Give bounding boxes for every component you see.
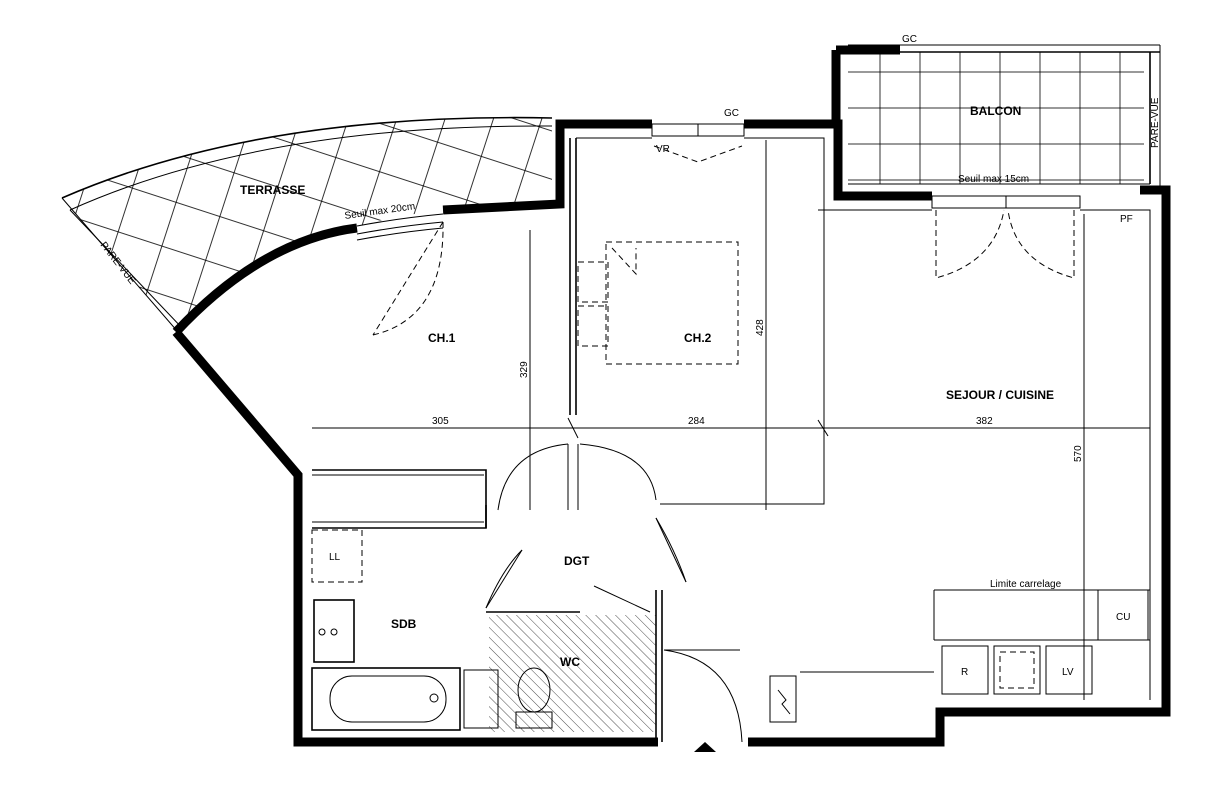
label-sejour: SEJOUR / CUISINE <box>946 388 1054 402</box>
dim-h-ch2: 428 <box>755 319 766 336</box>
note-ll: LL <box>329 552 341 563</box>
label-ch2: CH.2 <box>684 331 712 345</box>
terrasse-area <box>61 116 553 333</box>
note-lv: LV <box>1062 667 1074 678</box>
label-ch1: CH.1 <box>428 331 456 345</box>
dim-h-ch1: 329 <box>519 361 530 378</box>
windows <box>356 123 1081 241</box>
note-gc-top: GC <box>902 34 917 45</box>
note-limite-carrelage: Limite carrelage <box>990 579 1062 590</box>
label-dgt: DGT <box>564 554 590 568</box>
note-seuil-balcon: Seuil max 15cm <box>958 174 1029 185</box>
furniture <box>311 241 1149 731</box>
note-cu: CU <box>1116 612 1130 623</box>
dim-w-ch2: 284 <box>688 416 705 427</box>
doors <box>372 145 1075 743</box>
note-pare-vue-right: PARE-VUE <box>1150 97 1161 148</box>
wc-floor <box>489 615 656 732</box>
note-gc-mid: GC <box>724 108 739 119</box>
entrance-arrow-icon <box>694 742 716 752</box>
balcon-area <box>848 44 1161 190</box>
label-sdb: SDB <box>391 617 417 631</box>
exterior-walls <box>172 45 1171 747</box>
interior-partitions <box>312 137 1151 742</box>
dim-w-sejour: 382 <box>976 416 993 427</box>
note-vr: VR <box>656 144 670 155</box>
note-pf: PF <box>1120 214 1133 225</box>
label-balcon: BALCON <box>970 104 1021 118</box>
note-r: R <box>961 667 968 678</box>
label-wc: WC <box>560 655 580 669</box>
dim-w-ch1: 305 <box>432 416 449 427</box>
dim-h-sejour: 570 <box>1073 445 1084 462</box>
dimension-lines <box>312 140 1150 700</box>
label-terrasse: TERRASSE <box>240 183 305 197</box>
